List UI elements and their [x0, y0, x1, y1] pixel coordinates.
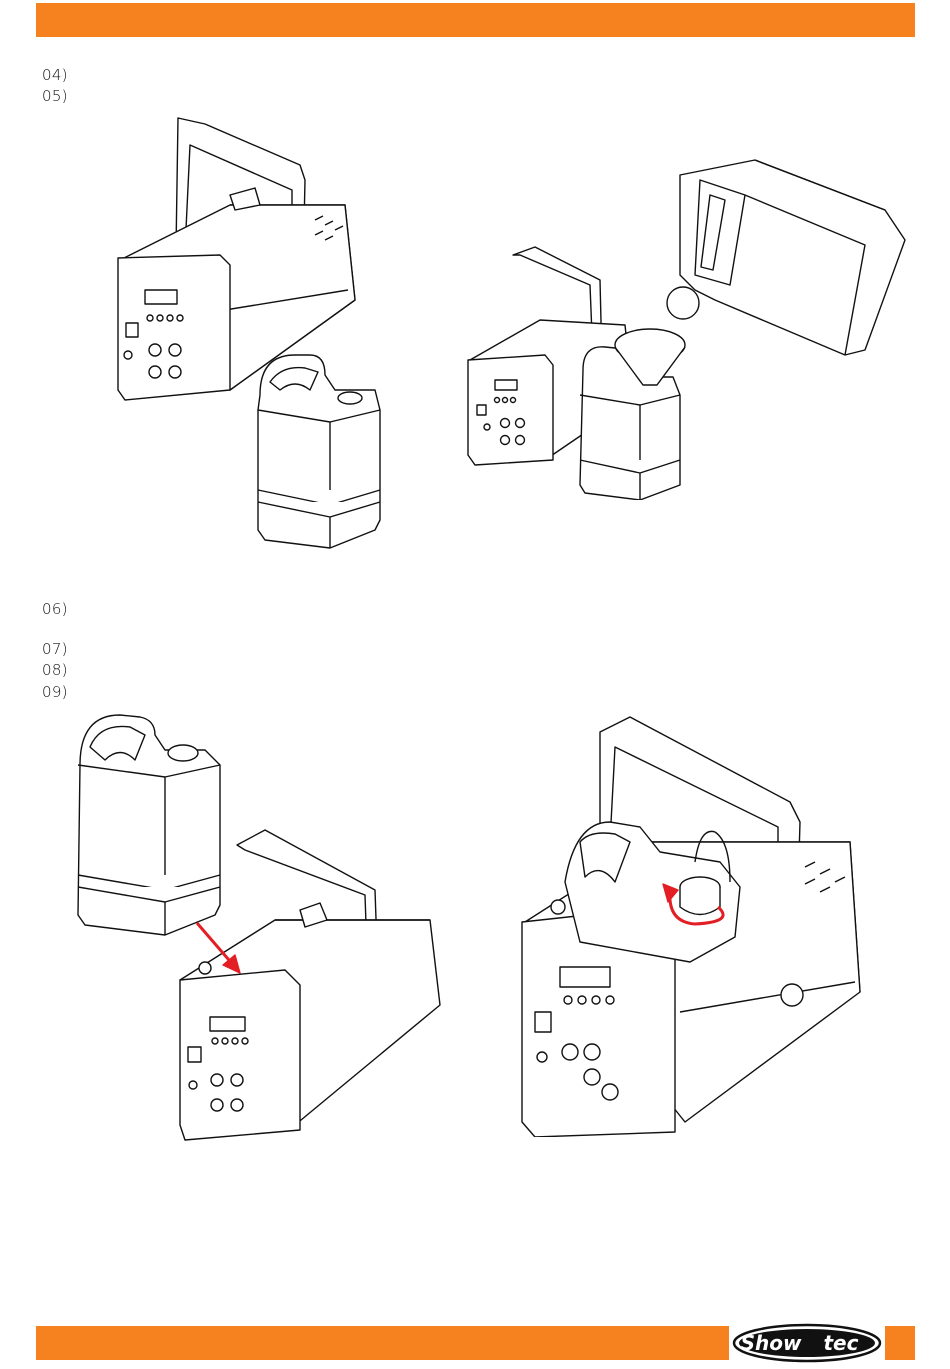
illustration-machine-with-canister [110, 110, 400, 555]
footer-bar-right [885, 1326, 915, 1360]
illustration-canister-installed [520, 712, 870, 1137]
step-number-04: 04) [42, 66, 68, 84]
step-number-09: 09) [42, 683, 68, 701]
step-number-07: 07) [42, 640, 68, 658]
logo-text-show: Show [741, 1331, 802, 1355]
illustration-filling-canister-with-funnel [465, 155, 910, 500]
logo-text-tec: tec [824, 1331, 859, 1355]
step-number-05: 05) [42, 87, 68, 105]
illustration-insert-canister [75, 705, 445, 1145]
step-number-06: 06) [42, 600, 68, 618]
footer-bar [36, 1326, 729, 1360]
showtec-logo: Show tec [731, 1322, 883, 1364]
step-number-08: 08) [42, 661, 68, 679]
header-bar [36, 3, 915, 37]
